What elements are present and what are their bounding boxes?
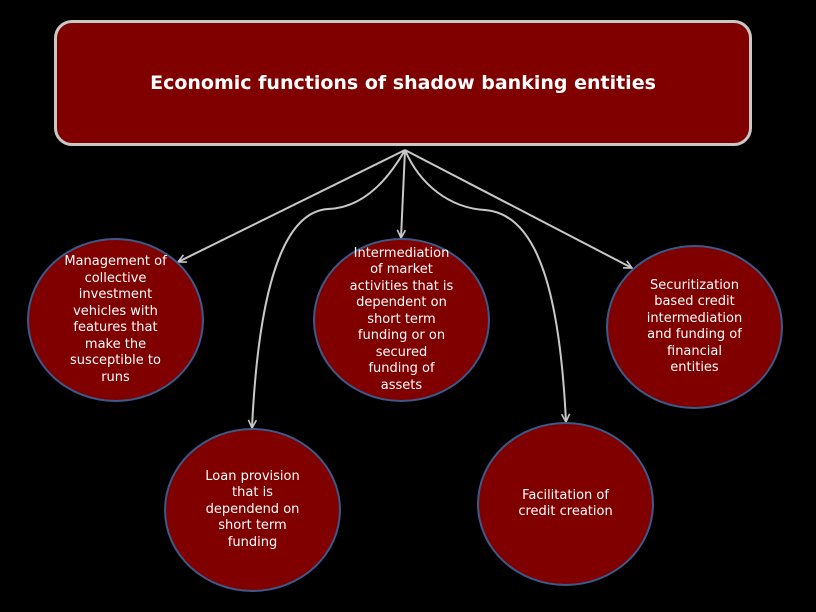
diagram-title-box: Economic functions of shadow banking ent…: [54, 20, 752, 146]
node-intermediation-of-market-activities: Intermediation of market activities that…: [313, 238, 490, 402]
connector-to-credit-creation: [404, 149, 566, 422]
node-facilitation-of-credit-creation: Facilitation of credit creation: [477, 422, 654, 586]
node-label: Loan provision that is dependend on shor…: [205, 468, 300, 550]
node-label: Facilitation of credit creation: [518, 487, 613, 520]
node-loan-provision: Loan provision that is dependend on shor…: [164, 428, 341, 592]
connector-to-intermediation: [401, 149, 405, 238]
node-label: Securitization based credit intermediati…: [646, 277, 743, 376]
connector-to-management: [178, 149, 406, 263]
node-securitization-credit-intermediation: Securitization based credit intermediati…: [606, 245, 783, 409]
connector-to-securitization: [404, 149, 632, 269]
node-label: Intermediation of market activities that…: [349, 245, 454, 393]
node-management-of-investment-vehicles: Management of collective investment vehi…: [27, 238, 204, 402]
connector-to-loan-provision: [252, 149, 406, 428]
node-label: Management of collective investment vehi…: [64, 254, 167, 385]
diagram-title: Economic functions of shadow banking ent…: [150, 72, 656, 94]
